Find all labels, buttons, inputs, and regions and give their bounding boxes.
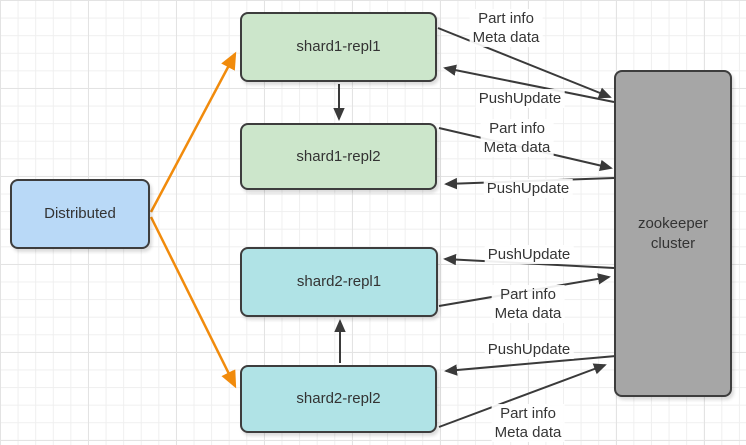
node-shard2-repl1: shard2-repl1 [240,247,438,317]
node-shard1-repl1: shard1-repl1 [240,12,437,82]
node-zookeeper-cluster: zookeeper cluster [614,70,732,397]
edge-label-shard2-repl1-part-info: Part info Meta data [491,285,565,323]
edge-label-shard1-repl2-part-info: Part info Meta data [480,119,554,157]
edge-label-shard1-repl2-pushupdate: PushUpdate [483,179,573,198]
node-shard2-repl2: shard2-repl2 [240,365,437,433]
node-distributed: Distributed [10,179,150,249]
edge-label-shard2-repl2-pushupdate: PushUpdate [484,340,574,359]
arrow-distributed-to-shard2-repl2 [149,216,237,389]
edge-label-shard2-repl2-part-info: Part info Meta data [491,404,565,442]
arrow-distributed-to-shard1-repl1 [149,51,237,213]
edge-label-shard1-repl1-part-info: Part info Meta data [469,9,543,47]
edge-label-shard2-repl1-pushupdate: PushUpdate [484,245,574,264]
edge-label-shard1-repl1-pushupdate: PushUpdate [475,89,565,108]
node-shard1-repl2: shard1-repl2 [240,123,437,190]
